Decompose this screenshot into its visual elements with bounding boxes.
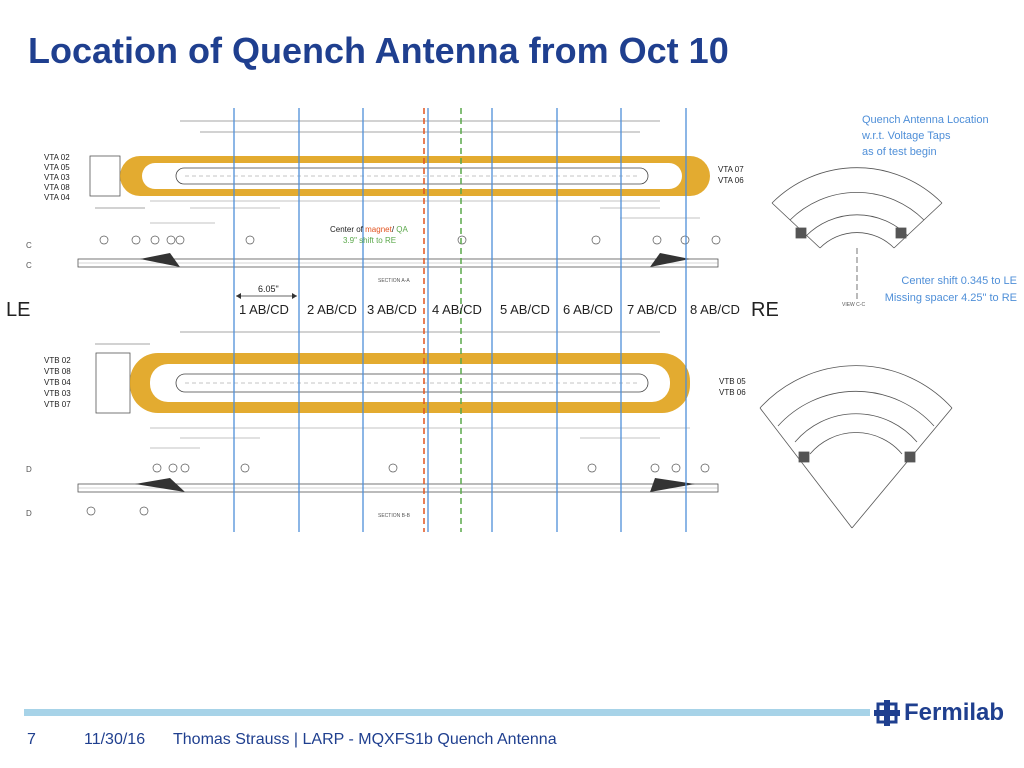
- section-letter-c: C: [26, 261, 32, 270]
- qa-location-note: w.r.t. Voltage Taps: [861, 130, 951, 142]
- vta-label: VTA 06: [718, 176, 744, 185]
- quench-antenna-diagram: VTA 02 VTA 05 VTA 03 VTA 08 VTA 04 VTA 0…: [0, 108, 1024, 532]
- page-number: 7: [27, 731, 36, 748]
- section-label: 2 AB/CD: [307, 302, 357, 317]
- center-shift-note: Center shift 0.345 to LE: [901, 275, 1017, 287]
- qa-location-note: Quench Antenna Location: [862, 114, 989, 126]
- vtb-label: VTB 02: [44, 356, 71, 365]
- section-boundary-lines: [233, 108, 687, 532]
- vta-label: VTA 07: [718, 165, 744, 174]
- vta-label: VTA 04: [44, 193, 70, 202]
- section-label: 7 AB/CD: [627, 302, 677, 317]
- vta-label: VTA 03: [44, 173, 70, 182]
- cross-section-bottom: [759, 365, 953, 529]
- vtb-label: VTB 05: [719, 377, 746, 386]
- section-label: 3 AB/CD: [367, 302, 417, 317]
- section-label: 1 AB/CD: [239, 302, 289, 317]
- section-a-label: SECTION A-A: [378, 278, 410, 284]
- qa-location-note: as of test begin: [862, 146, 937, 158]
- spacing-label: 6.05": [258, 284, 279, 294]
- missing-spacer-note: Missing spacer 4.25" to RE: [885, 292, 1017, 304]
- cross-section-top: [771, 167, 943, 301]
- vtb-label: VTB 04: [44, 378, 71, 387]
- vtb-label: VTB 07: [44, 400, 71, 409]
- vtb-label: VTB 08: [44, 367, 71, 376]
- section-letter-d: D: [26, 465, 32, 474]
- center-annotation-magnet: magnet: [365, 225, 392, 234]
- fermilab-icon: [874, 700, 900, 726]
- section-letter-c: C: [26, 241, 32, 250]
- center-annotation-qa: QA: [396, 225, 408, 234]
- footer-date: 11/30/16: [84, 731, 146, 748]
- center-shift-note: 3.9" shift to RE: [343, 236, 396, 245]
- section-label: 4 AB/CD: [432, 302, 482, 317]
- le-label: LE: [6, 299, 30, 321]
- top-magnet-drawing: [77, 120, 721, 268]
- section-letter-d: D: [26, 509, 32, 518]
- fermilab-logo-text: Fermilab: [904, 699, 1005, 726]
- vta-label: VTA 02: [44, 153, 70, 162]
- bottom-magnet-drawing: [77, 331, 719, 516]
- center-annotation-part: /: [392, 225, 396, 234]
- re-label: RE: [751, 299, 779, 321]
- center-annotation-part: Center of: [330, 225, 365, 234]
- spacing-dimension: [236, 293, 297, 299]
- section-label: 5 AB/CD: [500, 302, 550, 317]
- section-label: 8 AB/CD: [690, 302, 740, 317]
- vta-label: VTA 08: [44, 183, 70, 192]
- fermilab-logo: Fermilab: [874, 699, 1004, 727]
- section-label: 6 AB/CD: [563, 302, 613, 317]
- vtb-label: VTB 03: [44, 389, 71, 398]
- section-b-label: SECTION B-B: [378, 513, 411, 519]
- vta-label: VTA 05: [44, 163, 70, 172]
- footer-bar: [24, 709, 870, 716]
- center-annotation: Center of magnet/ QA: [330, 225, 409, 234]
- vtb-label: VTB 06: [719, 388, 746, 397]
- footer-text: Thomas Strauss | LARP - MQXFS1b Quench A…: [173, 731, 557, 748]
- slide-title: Location of Quench Antenna from Oct 10: [28, 30, 729, 71]
- view-label: VIEW C-C: [842, 302, 865, 308]
